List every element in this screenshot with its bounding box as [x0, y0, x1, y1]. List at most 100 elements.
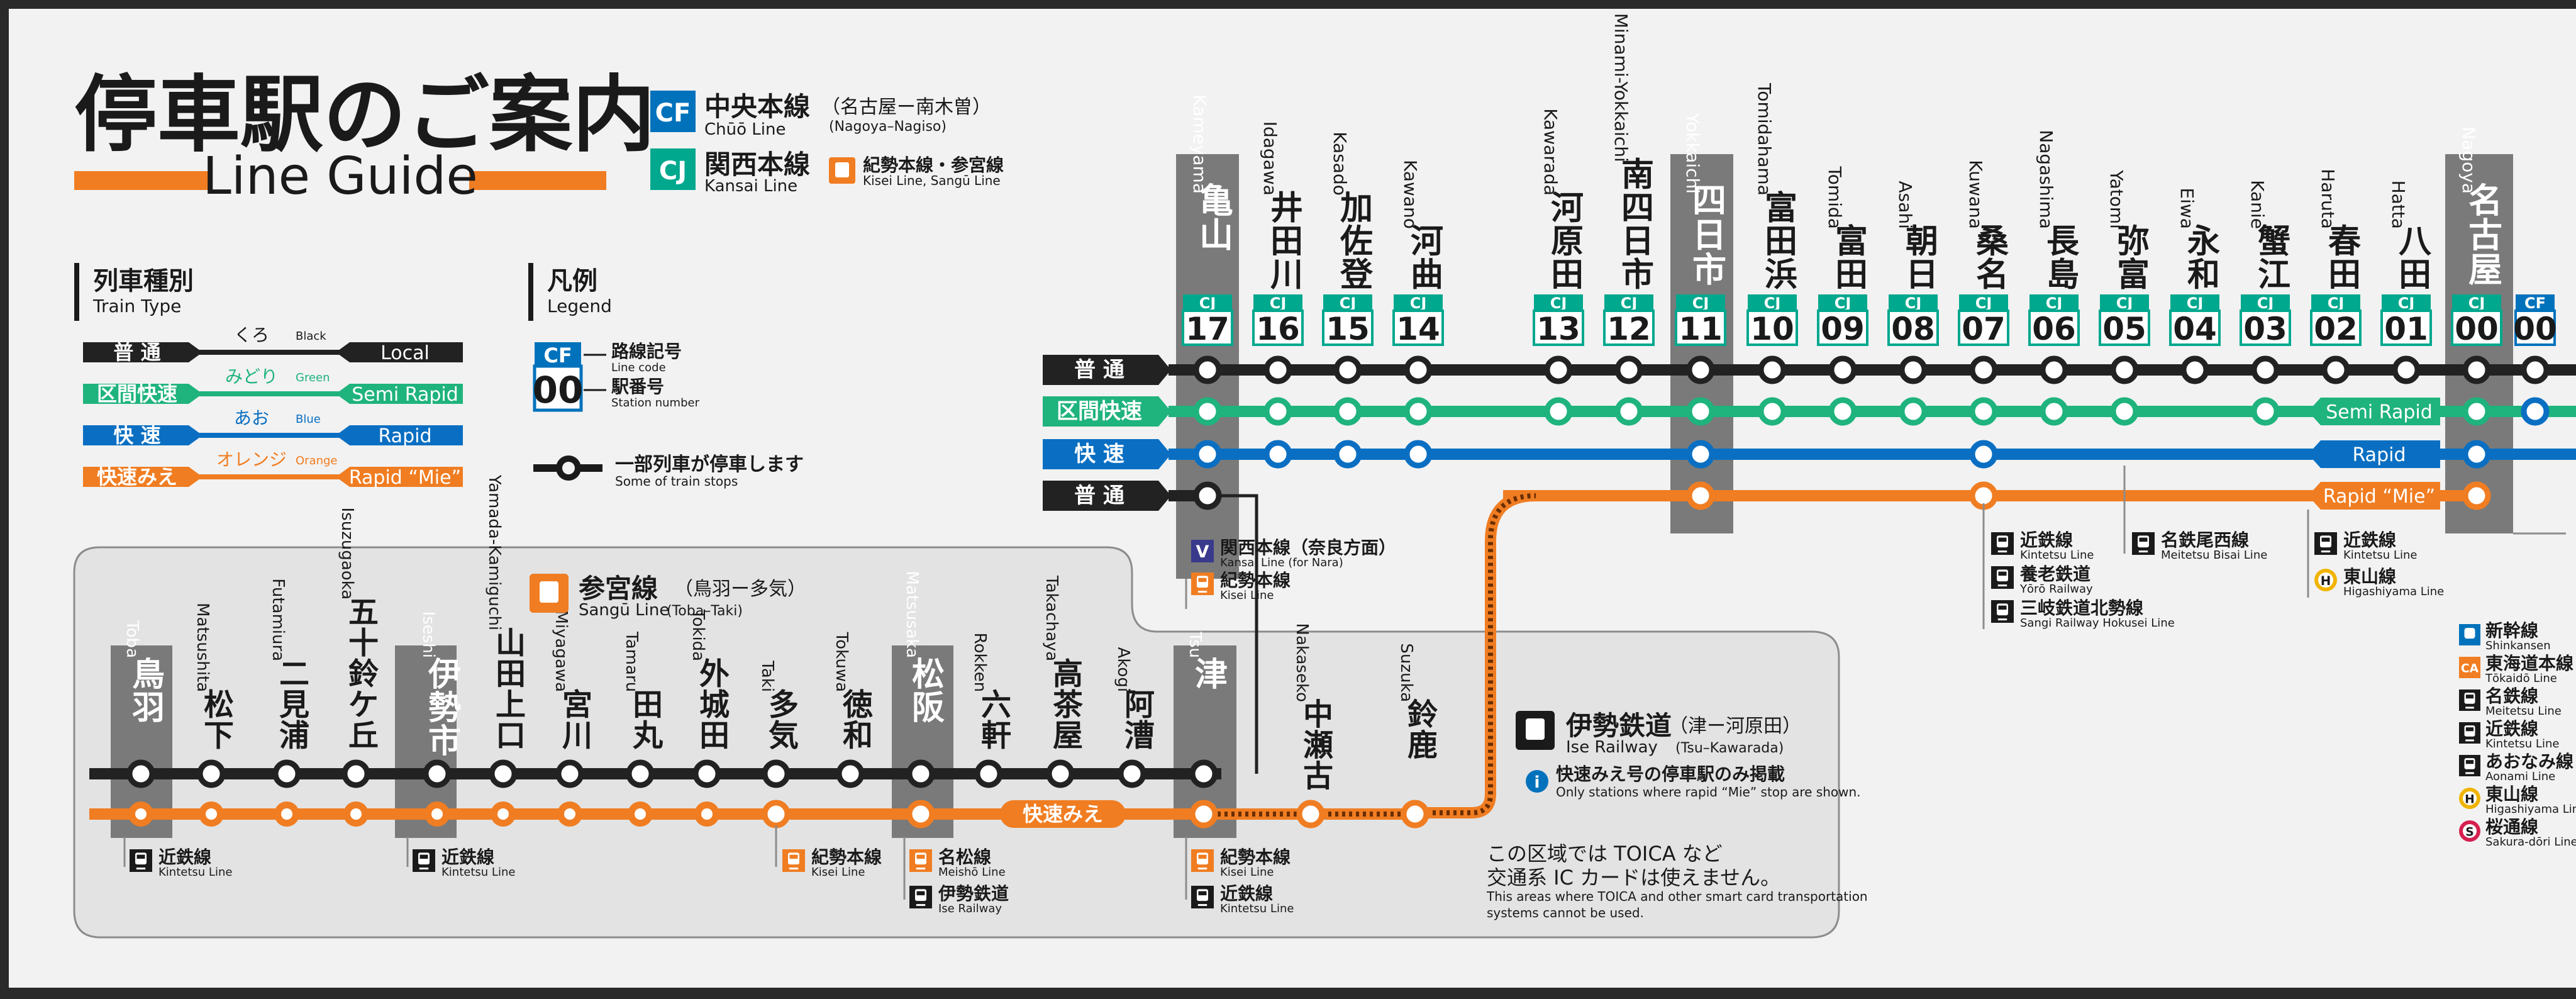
transfer-name: 東海道本線: [2485, 653, 2573, 674]
kansai-station-name-char: 八: [2399, 223, 2432, 261]
semi-rapid-stop: [2462, 397, 2491, 426]
ise-railway-note-en: Only stations where rapid “Mie” stop are…: [1556, 784, 1861, 800]
transfer-name-en: Meishō Line: [938, 866, 1006, 879]
sangu-station-name-char: 屋: [1053, 718, 1083, 753]
semi-rapid-stop: [2251, 397, 2280, 426]
semi-rapid-stop: [1758, 397, 1787, 426]
toica-note-line2: 交通系 IC カードは使えません。: [1487, 866, 1780, 890]
kansai-station-name-char: 亀: [1199, 181, 1233, 221]
sangu-station-name-char: 見: [279, 687, 309, 722]
station-code: CJ: [1270, 294, 1287, 312]
row-label-bg: [1043, 396, 1171, 427]
sangu-station-name: 田丸: [632, 687, 663, 753]
sangu-local-stop: [272, 759, 301, 788]
transfer-name-en: Shinkansen: [2485, 639, 2551, 652]
sangu-station-name-char: 市: [428, 723, 461, 761]
semi-rapid-stop: [1544, 397, 1573, 426]
sangu-station-name: 伊勢市: [428, 656, 461, 761]
station-code-bg: [2100, 294, 2149, 311]
rapid-stop: [1686, 440, 1715, 469]
kansai-station-en: Yatomi: [2106, 169, 2127, 229]
station-code: CJ: [1199, 294, 1216, 312]
train-type-color-jp: みどり: [225, 366, 278, 387]
kansai-station-name-char: 田: [1765, 223, 1797, 261]
transfer-name: 名鉄尾西線: [2161, 530, 2249, 550]
kansai-station-en: Yokkaichi: [1682, 113, 1703, 194]
train-type-en: Rapid “Mie”: [349, 467, 461, 489]
kansai-station-name: 永和: [2187, 223, 2220, 294]
transfer-name-en: Kintetsu Line: [158, 866, 232, 879]
sangu-station-en: Iseshi: [419, 611, 438, 658]
sangu-station-en: Takachaya: [1042, 575, 1061, 661]
kisei-sangu-en: Kisei Line, Sangū Line: [863, 173, 1001, 188]
local-stop: [1333, 355, 1362, 384]
sangu-mie-stop-inner: [350, 808, 362, 820]
kansai-station-name-char: 河: [1551, 190, 1584, 228]
semi-rapid-line: [1169, 406, 2576, 417]
kansai-station-name-char: 名: [2468, 181, 2502, 221]
sangu-local-stop: [423, 759, 452, 788]
station-number-box: [1675, 310, 1726, 346]
semi-rapid-stop: [1686, 397, 1715, 426]
sangu-zone: [73, 546, 1840, 939]
kansai-station-en: Tomidahama: [1754, 82, 1775, 196]
kansai-station-name-char: 日: [1621, 223, 1654, 261]
station-number: 04: [2173, 311, 2217, 347]
row-label-semi-rapid: 区間快速: [1057, 399, 1142, 424]
sangu-mie-stop-inner: [281, 808, 292, 820]
station-code: CJ: [1410, 294, 1427, 312]
kansai-station-name: 四日市: [1692, 181, 1726, 290]
row-label-local: 普 通: [1074, 357, 1124, 382]
rapid-stop: [2462, 440, 2491, 469]
kansai-station-name-char: 日: [1692, 216, 1726, 255]
chuo-line-name: 中央本線: [704, 91, 810, 122]
rapid-stop: [1263, 440, 1292, 469]
sangu-station-name-char: 鳥: [132, 656, 165, 694]
station-number: 02: [2314, 311, 2358, 347]
subway-icon-inner: [2463, 791, 2477, 805]
legend-station-number: 駅番号: [611, 376, 664, 397]
sangu-station-name-char: 丘: [348, 718, 379, 753]
ise-railway-dash: [1419, 493, 1536, 815]
sangu-station-name-char: 和: [843, 718, 873, 753]
sangu-station-name: 中瀬古: [1303, 697, 1333, 794]
kansai-station-name-char: 南: [1621, 157, 1654, 194]
page-title: 停車駅のご案内: [74, 67, 655, 164]
station-number-box: [1746, 310, 1798, 346]
station-code: CJ: [2328, 294, 2345, 312]
subway-icon-inner: [2318, 572, 2333, 588]
transfer-name-en: Kintetsu Line: [2343, 549, 2417, 562]
info-icon-letter: i: [1535, 773, 1540, 792]
station-number: 14: [1396, 311, 1440, 347]
kansai-station-name-char: 田: [1551, 257, 1584, 294]
sangu-station-name-char: 二: [279, 656, 309, 691]
kansai-station-name-char: 富: [1835, 223, 1868, 261]
local-stop: [1263, 355, 1292, 384]
train-type-left-tag: [83, 384, 203, 404]
sangu-station-name-char: 松: [204, 687, 234, 722]
ise-railway-range-en: (Tsu–Kawarada): [1675, 740, 1784, 756]
train-type-jp: 区間快速: [97, 382, 177, 406]
legend-line-code-en: Line code: [611, 361, 666, 374]
sangu-line-range-en: (Toba–Taki): [667, 603, 743, 619]
kansai-station-name-char: 富: [2117, 257, 2150, 294]
station-number-box: [2380, 310, 2432, 346]
sangu-station-en: Taki: [758, 660, 777, 692]
kansai-station-name-char: 田: [2328, 257, 2361, 294]
sangu-station-name: 外城田: [699, 656, 730, 753]
sangu-local-stop: [762, 759, 791, 788]
station-number-box: [2099, 310, 2150, 346]
transfer-name: 伊勢鉄道: [938, 883, 1009, 904]
kansai-station-name-char: 江: [2258, 257, 2290, 294]
kansai-station-name-char: 古: [2468, 216, 2502, 255]
sangu-station-name: 津: [1195, 656, 1228, 694]
station-number: 00: [2455, 311, 2499, 347]
transfer-name-en: Kintetsu Line: [1220, 902, 1294, 915]
sangu-local-stop: [341, 759, 370, 788]
kansai-station-name-char: 登: [1340, 257, 1374, 294]
sangu-mie-stop-inner: [206, 808, 217, 820]
